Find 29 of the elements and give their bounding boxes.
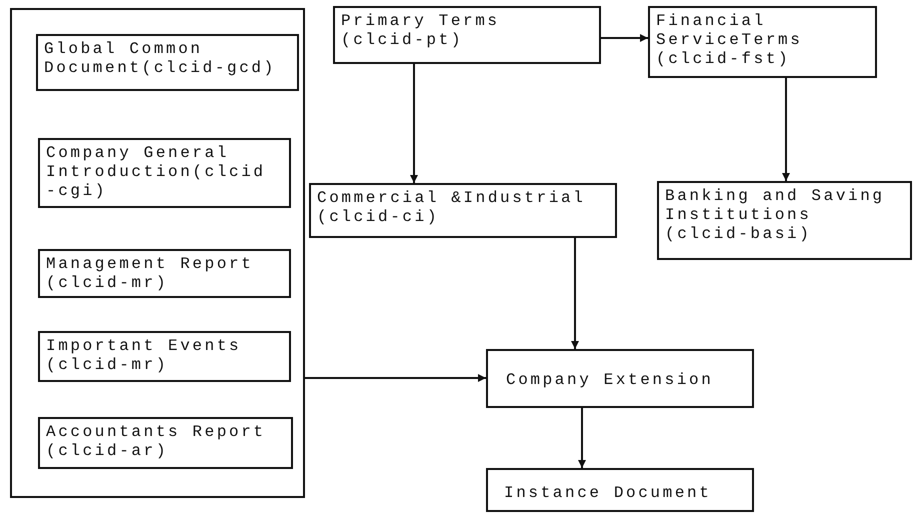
box-label: Company Extension (506, 371, 714, 390)
arrow (410, 64, 418, 183)
process-box (333, 6, 601, 64)
process-box (38, 331, 291, 382)
arrow (782, 78, 790, 181)
process-box (309, 183, 617, 238)
process-box (486, 349, 754, 408)
group-box (10, 8, 305, 498)
box-label: Management Report (clcid-mr) (46, 255, 254, 293)
arrow (601, 34, 648, 42)
process-box (648, 6, 877, 78)
box-label: Important Events (clcid-mr) (46, 337, 242, 375)
box-label: Commercial &Industrial (clcid-ci) (317, 189, 586, 227)
box-label: Instance Document (504, 484, 712, 503)
arrow (571, 238, 579, 349)
arrow (305, 374, 486, 382)
process-box (486, 468, 754, 512)
process-box (657, 181, 912, 260)
box-label: Accountants Report (clcid-ar) (46, 423, 267, 461)
box-label: Company General Introduction(clcid -cgi) (46, 144, 267, 201)
box-label: Financial ServiceTerms (clcid-fst) (656, 12, 804, 69)
arrow (578, 408, 586, 468)
process-box (38, 138, 291, 208)
process-box (36, 34, 299, 91)
process-box (38, 417, 293, 469)
box-label: Primary Terms (clcid-pt) (341, 12, 501, 50)
process-box (38, 249, 291, 298)
box-label: Banking and Saving Institutions (clcid-basi) (665, 187, 886, 244)
box-label: Global Common Document(clcid-gcd) (44, 40, 277, 78)
